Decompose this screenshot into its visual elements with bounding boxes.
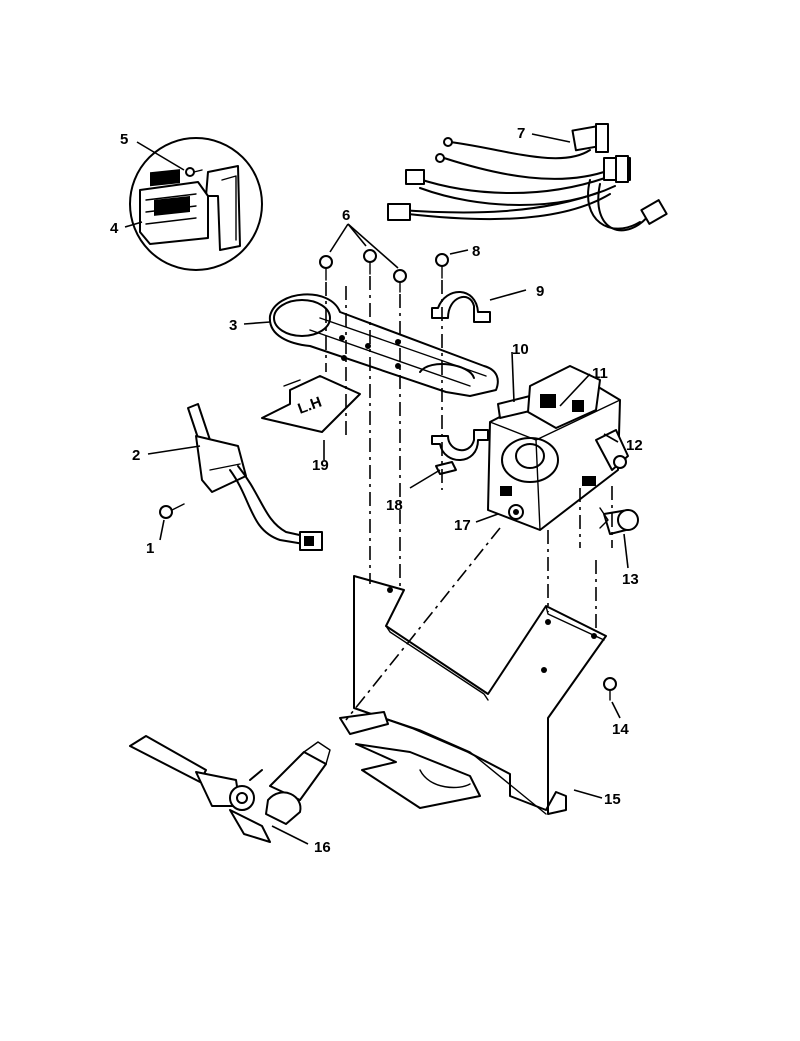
igniter xyxy=(187,403,323,551)
callout-4: 4 xyxy=(110,220,119,237)
gas-valve xyxy=(487,365,629,531)
mounting-bracket xyxy=(339,575,607,815)
screw-14 xyxy=(603,677,617,701)
callout-6: 6 xyxy=(342,207,350,224)
wire-harness xyxy=(387,123,668,232)
screw-8 xyxy=(435,253,449,279)
alignment-lines xyxy=(325,276,613,721)
callout-2: 2 xyxy=(132,447,140,464)
callout-16: 16 xyxy=(314,839,331,856)
callout-14: 14 xyxy=(612,721,629,738)
callout-18: 18 xyxy=(386,497,403,514)
callout-13: 13 xyxy=(622,571,639,588)
screw-1 xyxy=(159,503,185,519)
burner-bracket xyxy=(268,293,499,397)
callout-1: 1 xyxy=(146,540,154,557)
lh-shield-plate: L.H xyxy=(261,375,361,433)
callout-19: 19 xyxy=(312,457,329,474)
callout-5: 5 xyxy=(120,131,128,148)
callout-8: 8 xyxy=(472,243,480,260)
callout-labels: 5 4 7 6 8 9 3 10 11 12 2 19 18 17 1 13 1… xyxy=(110,125,643,856)
callout-3: 3 xyxy=(229,317,237,334)
callout-10: 10 xyxy=(512,341,529,358)
callout-15: 15 xyxy=(604,791,621,808)
callout-17: 17 xyxy=(454,517,471,534)
callout-11: 11 xyxy=(592,365,608,382)
fitting-13 xyxy=(599,507,639,535)
callout-7: 7 xyxy=(517,125,525,142)
pipe-clamp-upper xyxy=(431,291,491,323)
screws-6 xyxy=(319,249,407,293)
pipe-clamp-lower xyxy=(431,429,489,475)
callout-12: 12 xyxy=(626,437,643,454)
burner-tube-assembly xyxy=(129,735,331,843)
callout-9: 9 xyxy=(536,283,544,300)
detail-inset-circle xyxy=(129,137,263,271)
